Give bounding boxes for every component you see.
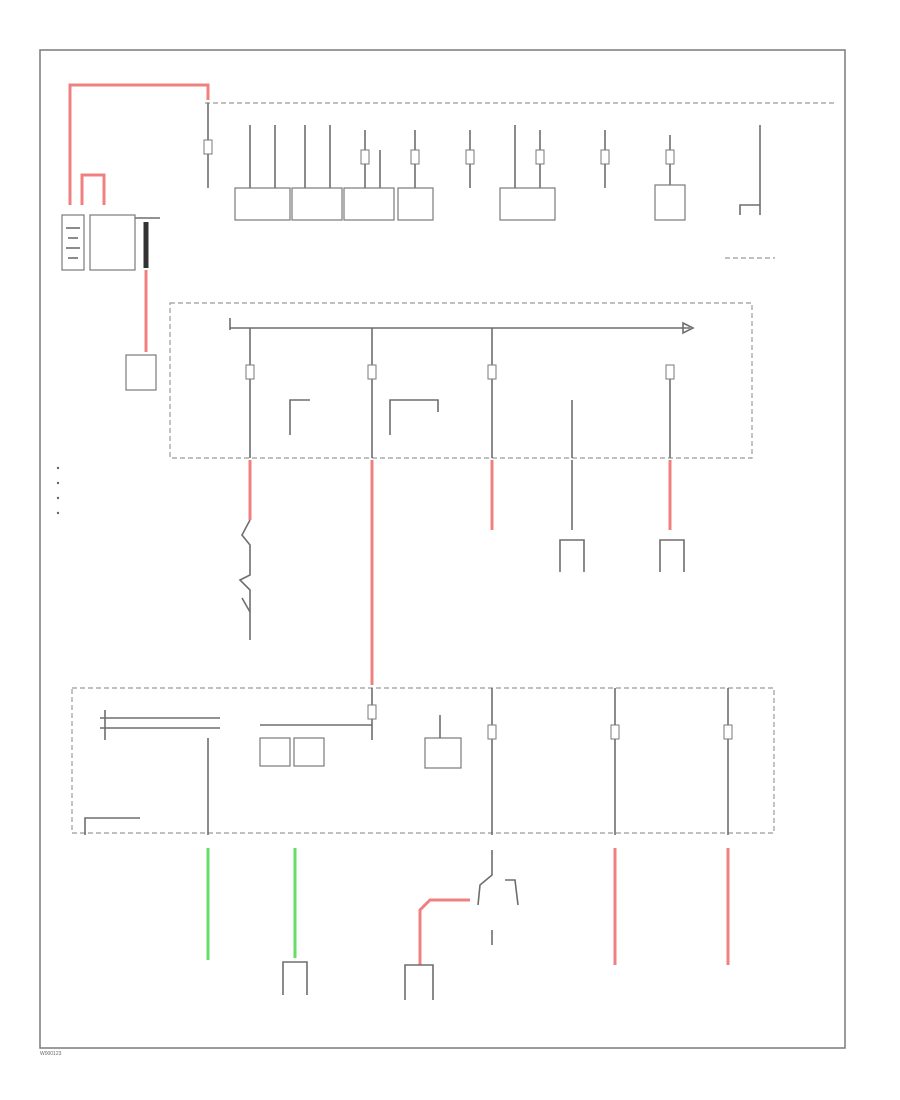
battery-to-starter-wire — [80, 173, 106, 205]
junction-block — [71, 687, 775, 834]
pdc-branches — [245, 321, 695, 458]
battery-symbol — [61, 214, 85, 271]
battery-positive-wire — [68, 83, 210, 205]
generator-symbol — [125, 354, 157, 391]
legend — [56, 466, 60, 515]
junction-internal — [84, 688, 733, 835]
battery-area — [61, 83, 210, 391]
top-fuse-row — [203, 103, 775, 259]
starter-symbol — [89, 214, 136, 271]
power-distribution-center — [169, 302, 753, 459]
junction-output-wires — [206, 848, 730, 1000]
pdc-output-wires — [238, 460, 685, 685]
document-id: W000123 — [40, 1051, 62, 1057]
diagram-frame — [39, 49, 846, 1049]
